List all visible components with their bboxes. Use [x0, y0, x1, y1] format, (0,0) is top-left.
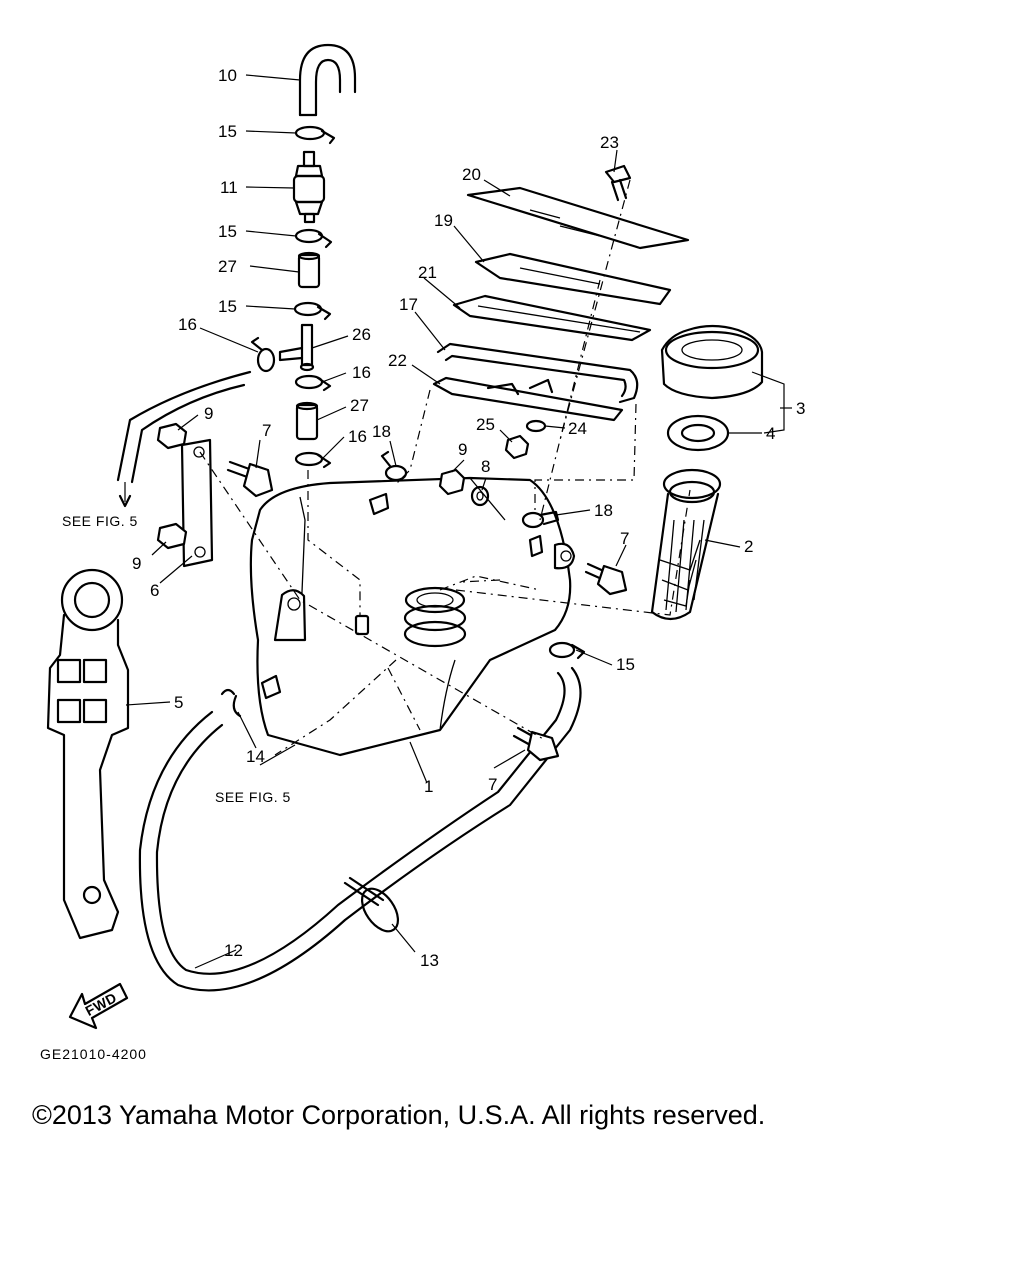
callout-19: 19 — [434, 211, 453, 230]
tube-part-17 — [436, 342, 639, 404]
clamp-part-15-right — [548, 641, 586, 660]
gasket-part-4 — [666, 414, 730, 452]
callout-2: 2 — [744, 537, 753, 556]
nut-part-9-lower — [156, 522, 188, 550]
callout-23: 23 — [600, 133, 619, 152]
callout-16-middle: 16 — [352, 363, 371, 382]
callout-15-top: 15 — [218, 122, 237, 141]
cover-plate-part-20 — [466, 186, 690, 250]
callout-7-left: 7 — [262, 421, 271, 440]
clamp-part-16-lower — [294, 451, 332, 469]
callout-15-second: 15 — [218, 222, 237, 241]
t-joint-part-26 — [278, 323, 315, 372]
callout-12: 12 — [224, 941, 243, 960]
callout-18-right: 18 — [594, 501, 613, 520]
bolt-part-7-lower — [512, 726, 560, 762]
bolt-part-7-left — [226, 460, 274, 498]
screw-part-23 — [604, 164, 632, 202]
forward-direction-arrow-icon — [68, 982, 129, 1030]
hose-bend-part-10 — [298, 43, 357, 117]
filler-cap-part-3 — [660, 324, 764, 400]
callout-7-lower: 7 — [488, 775, 497, 794]
callout-24: 24 — [568, 419, 587, 438]
callout-4: 4 — [766, 424, 775, 443]
hose-to-fig5-upper — [116, 370, 252, 508]
callout-9-right: 9 — [458, 440, 467, 459]
see-fig-5-upper: SEE FIG. 5 — [62, 513, 138, 529]
callout-27-upper: 27 — [218, 257, 237, 276]
bracket-plate-part-6 — [180, 438, 214, 568]
copyright-notice: ©2013 Yamaha Motor Corporation, U.S.A. A… — [32, 1100, 766, 1130]
callout-26: 26 — [352, 325, 371, 344]
tube-part-27-lower — [295, 401, 319, 441]
plate-part-22 — [432, 376, 624, 422]
callout-leaders — [125, 74, 792, 969]
oil-tank-part-1 — [249, 476, 576, 757]
gasket-plate-part-21 — [452, 294, 652, 342]
callout-numbers: 10 15 11 15 27 15 16 26 16 27 16 9 7 9 6… — [132, 66, 805, 970]
assembly-center-lines — [199, 179, 691, 756]
callout-15-third: 15 — [218, 297, 237, 316]
clamp-part-15-third — [293, 301, 332, 321]
callout-18-left: 18 — [372, 422, 391, 441]
mounting-strap-part-5 — [46, 568, 130, 940]
callout-14: 14 — [246, 747, 265, 766]
drawing-code: GE21010-4200 — [40, 1046, 147, 1060]
callout-1: 1 — [424, 777, 433, 796]
callout-11: 11 — [220, 178, 238, 197]
callout-8: 8 — [481, 457, 490, 476]
washer-part-8 — [470, 485, 490, 507]
callout-3: 3 — [796, 399, 805, 418]
callout-22: 22 — [388, 351, 407, 370]
callout-25: 25 — [476, 415, 495, 434]
filter-part-11 — [292, 150, 326, 224]
callout-5: 5 — [174, 693, 183, 712]
clamp-part-15-top — [294, 125, 336, 145]
callout-10: 10 — [218, 66, 237, 85]
clamp-part-18-right — [521, 510, 560, 529]
callout-17: 17 — [399, 295, 418, 314]
callout-15-right: 15 — [616, 655, 635, 674]
oil-tank-exploded-diagram: FWD 10 15 11 15 27 15 16 26 16 27 16 9 7… — [40, 43, 805, 1060]
see-fig-5-lower: SEE FIG. 5 — [215, 789, 291, 805]
callout-9-upper: 9 — [204, 404, 213, 423]
clamp-part-16-left — [250, 336, 276, 373]
callout-21: 21 — [418, 263, 437, 282]
clamp-part-15-second — [294, 228, 333, 249]
strainer-part-2 — [650, 468, 722, 621]
callout-9-lower: 9 — [132, 554, 141, 573]
callout-7-right: 7 — [620, 529, 629, 548]
callout-13: 13 — [420, 951, 439, 970]
clip-part-14 — [220, 688, 242, 718]
hose-clamp-part-13 — [343, 876, 400, 933]
nut-part-9-right — [438, 468, 466, 496]
washer-part-24 — [525, 419, 547, 433]
callout-20: 20 — [462, 165, 481, 184]
clamp-part-16-middle — [294, 374, 332, 392]
tube-part-27-upper — [297, 251, 321, 289]
callout-16-lower: 16 — [348, 427, 367, 446]
bolt-part-7-right — [584, 562, 628, 596]
callout-6: 6 — [150, 581, 159, 600]
callout-16-left: 16 — [178, 315, 197, 334]
plate-part-19 — [474, 252, 672, 306]
callout-27-lower: 27 — [350, 396, 369, 415]
hose-part-12 — [138, 666, 582, 992]
